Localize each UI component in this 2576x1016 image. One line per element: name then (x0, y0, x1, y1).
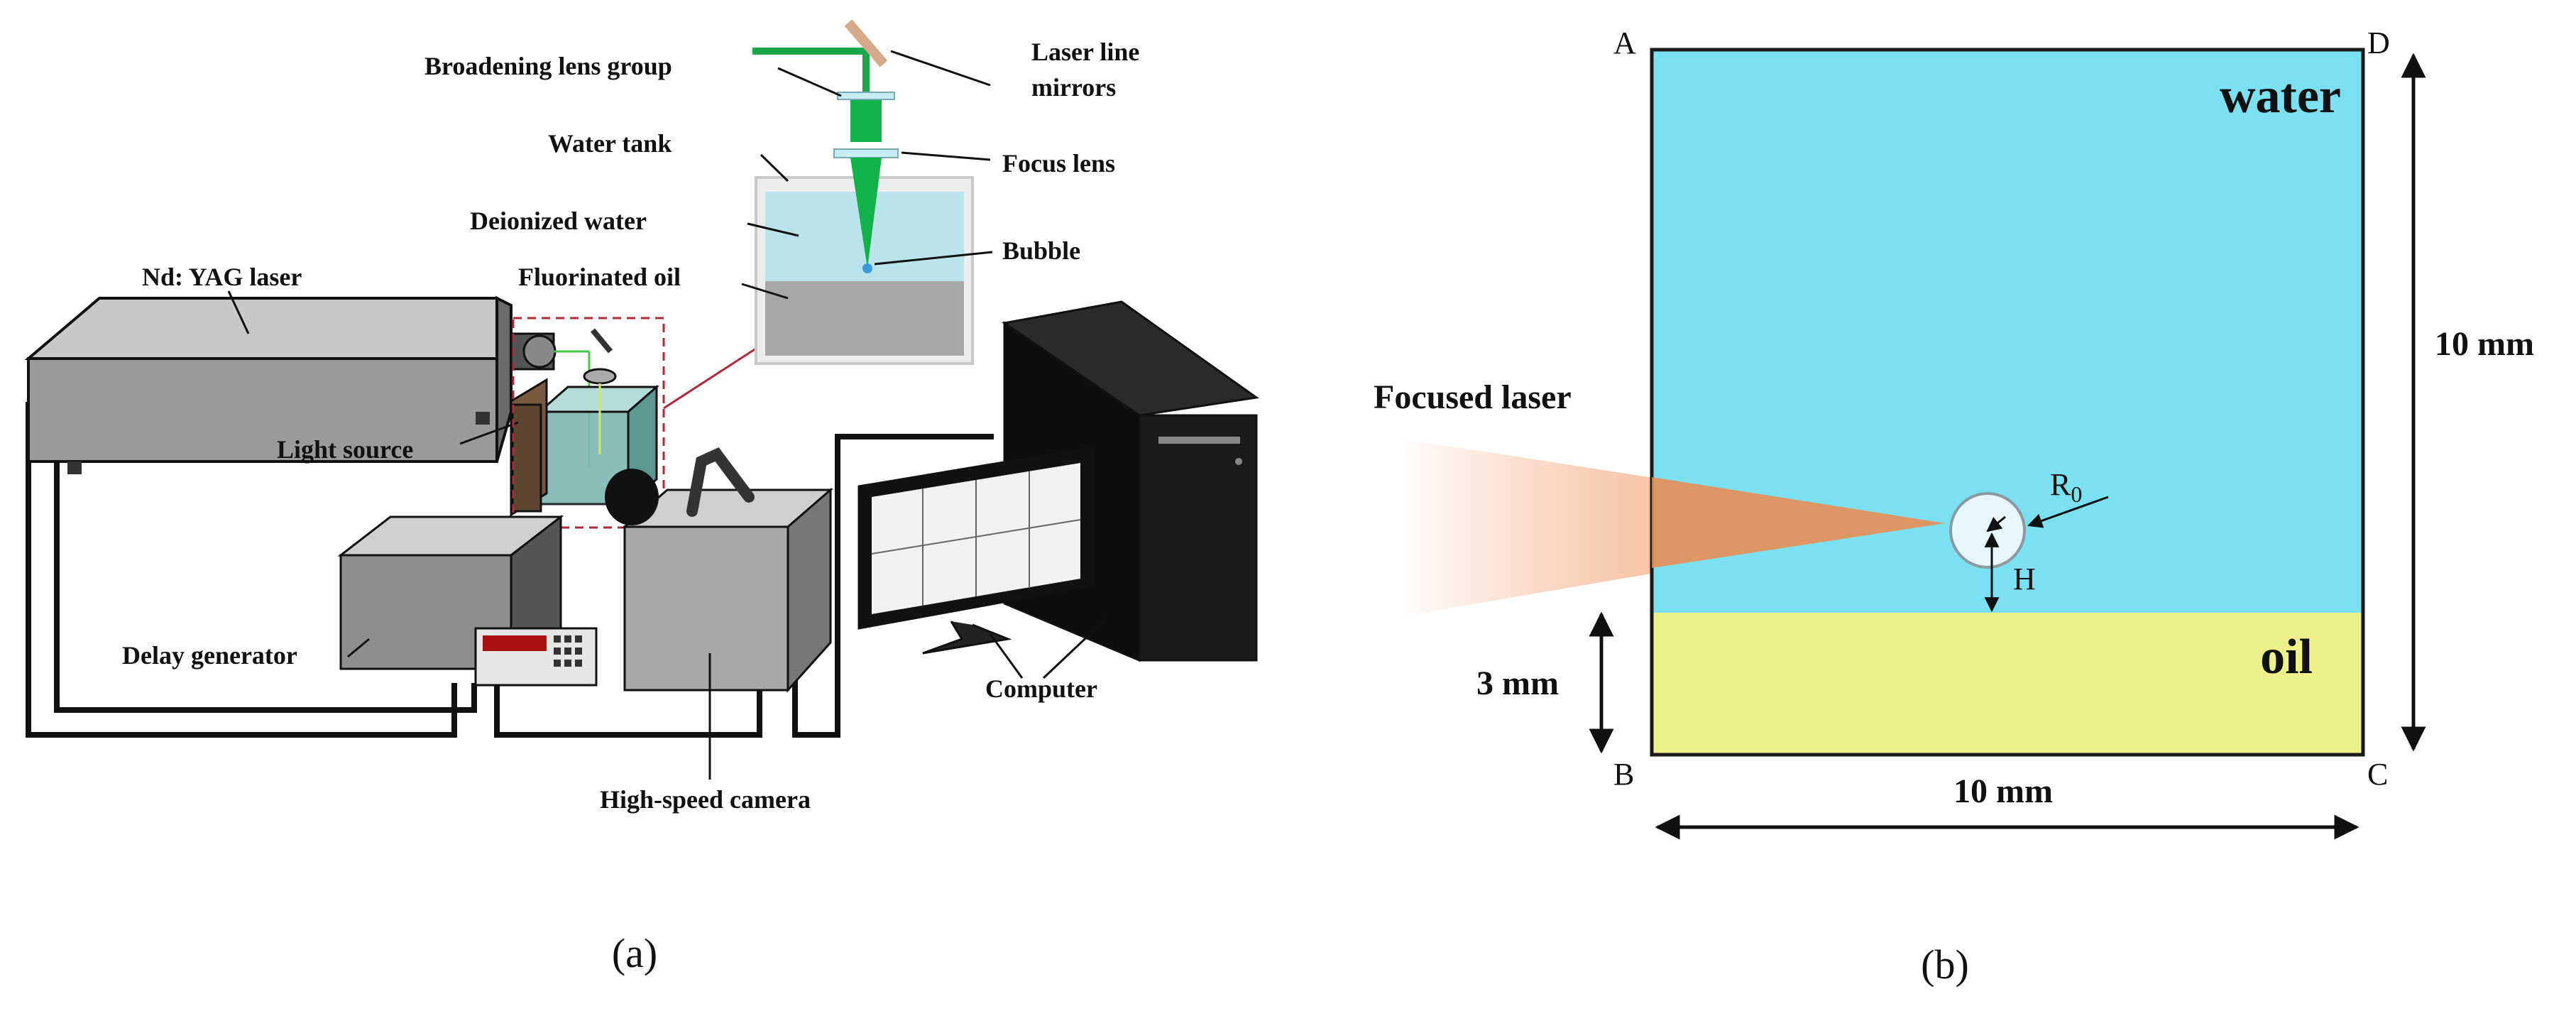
light-source-label: Light source (277, 435, 413, 464)
delay-gen-leader (347, 638, 370, 658)
corner-b: B (1613, 757, 1634, 792)
high-speed-camera (605, 447, 834, 693)
height-dimension-label: 10 mm (2435, 325, 2534, 363)
deionized-leader (747, 222, 799, 237)
oil-dimension-label: 3 mm (1476, 665, 1559, 702)
tank-leader (760, 153, 789, 182)
corner-d: D (2367, 26, 2390, 60)
laser-inside-domain (1652, 477, 1945, 568)
panel-a: Nd: YAG laser Light source (24, 19, 1259, 976)
deionized-label: Deionized water (470, 207, 647, 235)
water-label: water (2220, 69, 2341, 124)
radius-arrow (1986, 515, 2006, 532)
computer-label: Computer (985, 674, 1097, 703)
delay-generator (337, 514, 598, 687)
panel-b: R0 H water oil A D B C Focused laser 10 … (1374, 26, 2534, 988)
focused-laser-label: Focused laser (1374, 378, 1572, 416)
small-mirror (590, 328, 613, 354)
corner-a: A (1613, 26, 1636, 60)
nd-yag-label: Nd: YAG laser (142, 263, 302, 291)
computer-leader-2 (1042, 616, 1109, 679)
oil-label: oil (2260, 630, 2313, 684)
caption-b: (b) (1921, 941, 1969, 988)
delay-gen-label: Delay generator (122, 641, 297, 670)
light-source-leader (459, 421, 519, 445)
domain-border (1650, 48, 2365, 757)
water-tank-label: Water tank (548, 129, 672, 158)
mirror-leader (890, 50, 991, 87)
laser-optics (752, 19, 899, 273)
focus-leader (901, 151, 991, 161)
oil-region (1652, 613, 2363, 755)
fluorinated-leader (741, 283, 789, 300)
caption-a: (a) (612, 930, 657, 976)
h-label: H (2013, 562, 2036, 596)
broadening-label: Broadening lens group (424, 52, 672, 80)
broadening-leader (777, 67, 842, 97)
focus-lens-label: Focus lens (1002, 149, 1115, 177)
r0-label: R0 (2050, 467, 2082, 507)
zoom-box (512, 317, 665, 529)
camera-label: High-speed camera (600, 785, 811, 814)
corner-c: C (2367, 757, 2388, 792)
mirrors-label: mirrors (1031, 73, 1116, 102)
bubble-leader (874, 251, 993, 266)
r0-arrow (2027, 496, 2109, 528)
nd-yag-leader (227, 290, 250, 334)
laser-line-label: Laser line (1031, 38, 1139, 66)
zoom-line (663, 338, 771, 410)
fluorinated-label: Fluorinated oil (518, 263, 681, 291)
bubble-label: Bubble (1002, 236, 1080, 265)
light-source (510, 378, 548, 517)
nd-yag-laser (24, 295, 557, 474)
computer-leader-1 (989, 633, 1024, 679)
width-dimension-label: 10 mm (1953, 772, 2053, 810)
computer-monitor (857, 446, 1095, 655)
